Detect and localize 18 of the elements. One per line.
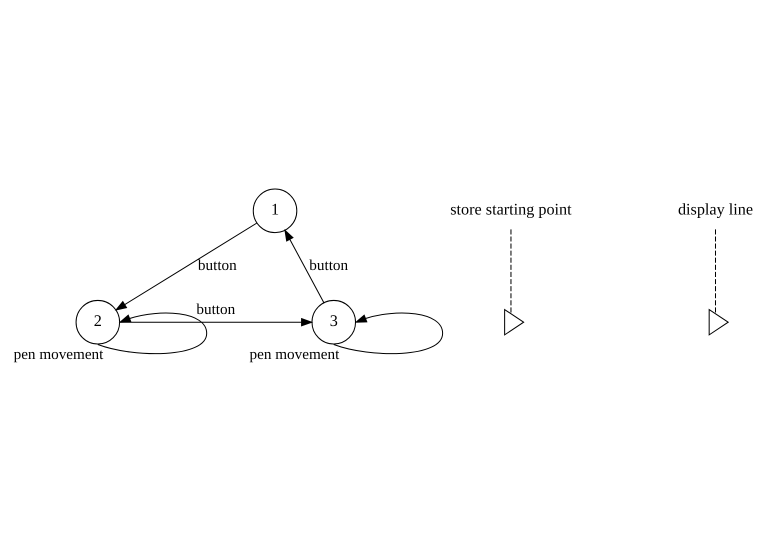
node-circle: 1: [252, 188, 298, 234]
arrow: [120, 318, 314, 326]
node-circle: 2: [76, 300, 120, 344]
connector: [510, 229, 512, 314]
edge-label: button: [309, 257, 348, 274]
node-text: store starting point: [450, 200, 572, 219]
arrow: [284, 229, 324, 303]
arrow: [114, 222, 257, 311]
node-triangle: [708, 308, 730, 336]
node-circle: 3: [311, 300, 356, 344]
edge-label: button: [198, 257, 237, 274]
edge-label: button: [196, 301, 236, 318]
node-triangle: [504, 308, 525, 336]
edge-label: pen movement: [250, 346, 340, 363]
node-text: display line: [678, 200, 754, 219]
edge-label: pen movement: [14, 346, 104, 363]
arrow: [334, 312, 444, 354]
connector: [715, 229, 716, 314]
